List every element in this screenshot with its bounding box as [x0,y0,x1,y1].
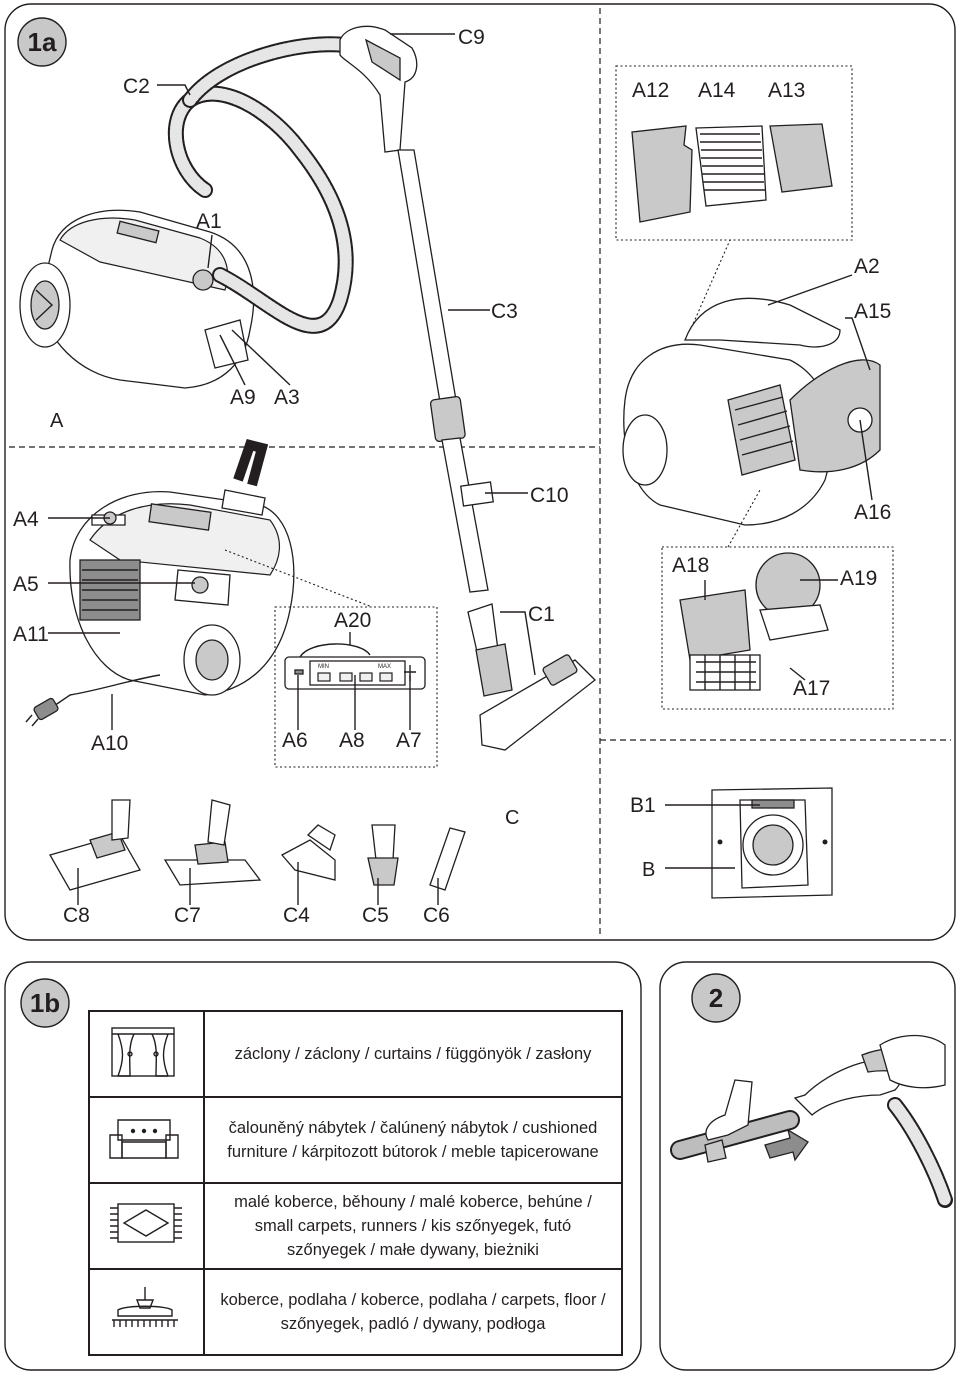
inset-filters [615,65,853,241]
dusting-brush-c5 [367,824,399,886]
table-row: malé koberce, běhouny / malé koberce, be… [88,1182,623,1270]
label-a3: A3 [274,386,300,409]
table-text-cell: záclony / záclony / curtains / függönyök… [203,1010,623,1098]
inset-control-panel [274,606,438,768]
panel-1a-frame [4,3,956,941]
table-icon-cell [88,1182,205,1270]
bag-holder [711,787,833,899]
table-text-cell: koberce, podlaha / koberce, podlaha / ca… [203,1268,623,1356]
label-c5: C5 [362,904,389,927]
label-c4: C4 [283,904,310,927]
label-c9: C9 [458,26,485,49]
label-a13: A13 [768,79,805,102]
power-plug [25,697,59,727]
section-a-label: A [50,410,64,432]
label-c6: C6 [423,904,450,927]
turbo-brush-c8 [49,799,141,891]
svg-text:2: 2 [709,983,723,1013]
label-a16: A16 [854,501,891,524]
label-a7: A7 [396,729,422,752]
label-a14: A14 [698,79,736,102]
inset-motor-filters [661,546,894,710]
upholstery-nozzle-c4 [280,824,336,881]
part-labels: C2 C9 A1 A9 A3 C3 C10 C1 A4 A5 A11 A10 A… [13,26,891,927]
slider-min-label: MIN [318,664,329,670]
leader-lines [48,33,873,905]
label-c8: C8 [63,904,90,927]
svg-text:1a: 1a [28,27,57,57]
floor-nozzle [467,603,596,751]
tube-insertion-illustration [670,1034,953,1208]
vacuum-body-lower [69,439,295,696]
badge-1a: 1a [17,17,67,67]
table-icon-cell [88,1096,205,1184]
label-a2: A2 [854,255,880,278]
label-a1: A1 [196,210,222,233]
vacuum-body-top [19,209,255,389]
table-row: koberce, podlaha / koberce, podlaha / ca… [88,1268,623,1356]
parquet-brush-c7 [163,799,262,886]
section-b-label: B [642,859,655,881]
label-a15: A15 [854,300,891,323]
hose-handle [339,25,418,153]
label-a17: A17 [793,677,830,700]
filters [631,123,833,223]
label-a8: A8 [339,729,365,752]
telescopic-tube [397,149,494,593]
label-c1: C1 [528,603,555,626]
power-slider-panel: MIN MAX [284,643,426,690]
power-cord [47,674,161,711]
label-c10: C10 [530,484,569,507]
vacuum-open [622,297,881,526]
label-c3: C3 [491,300,518,323]
label-a12: A12 [632,79,669,102]
label-a9: A9 [230,386,256,409]
label-a20: A20 [334,609,371,632]
table-row: záclony / záclony / curtains / függönyök… [88,1010,623,1098]
badge-2: 2 [691,973,741,1023]
label-a19: A19 [840,567,877,590]
svg-text:1b: 1b [30,988,60,1018]
slider-max-label: MAX [378,664,391,670]
label-c2: C2 [123,75,150,98]
label-c7: C7 [174,904,201,927]
table-text-cell: malé koberce, běhouny / malé koberce, be… [203,1182,623,1270]
label-a4: A4 [13,508,39,531]
section-labels: A B C [50,410,655,881]
motor-filters [679,552,829,691]
section-c-label: C [505,807,519,829]
badge-1b: 1b [20,978,70,1028]
label-a18: A18 [672,554,709,577]
hose [169,87,352,332]
label-a10: A10 [91,732,128,755]
label-a11: A11 [13,623,49,646]
panel-2-frame [659,961,956,1371]
label-b1: B1 [630,794,656,817]
table-icon-cell [88,1268,205,1356]
table-icon-cell [88,1010,205,1098]
table-row: čalouněný nábytek / čalúnený nábytok / c… [88,1096,623,1184]
panel-1b-frame [4,961,642,1371]
usage-table: záclony / záclony / curtains / függönyök… [88,1010,623,1356]
label-a5: A5 [13,573,39,596]
table-text-cell: čalouněný nábytek / čalúnený nábytok / c… [203,1096,623,1184]
label-a6: A6 [282,729,308,752]
crevice-nozzle-c6 [429,827,466,891]
